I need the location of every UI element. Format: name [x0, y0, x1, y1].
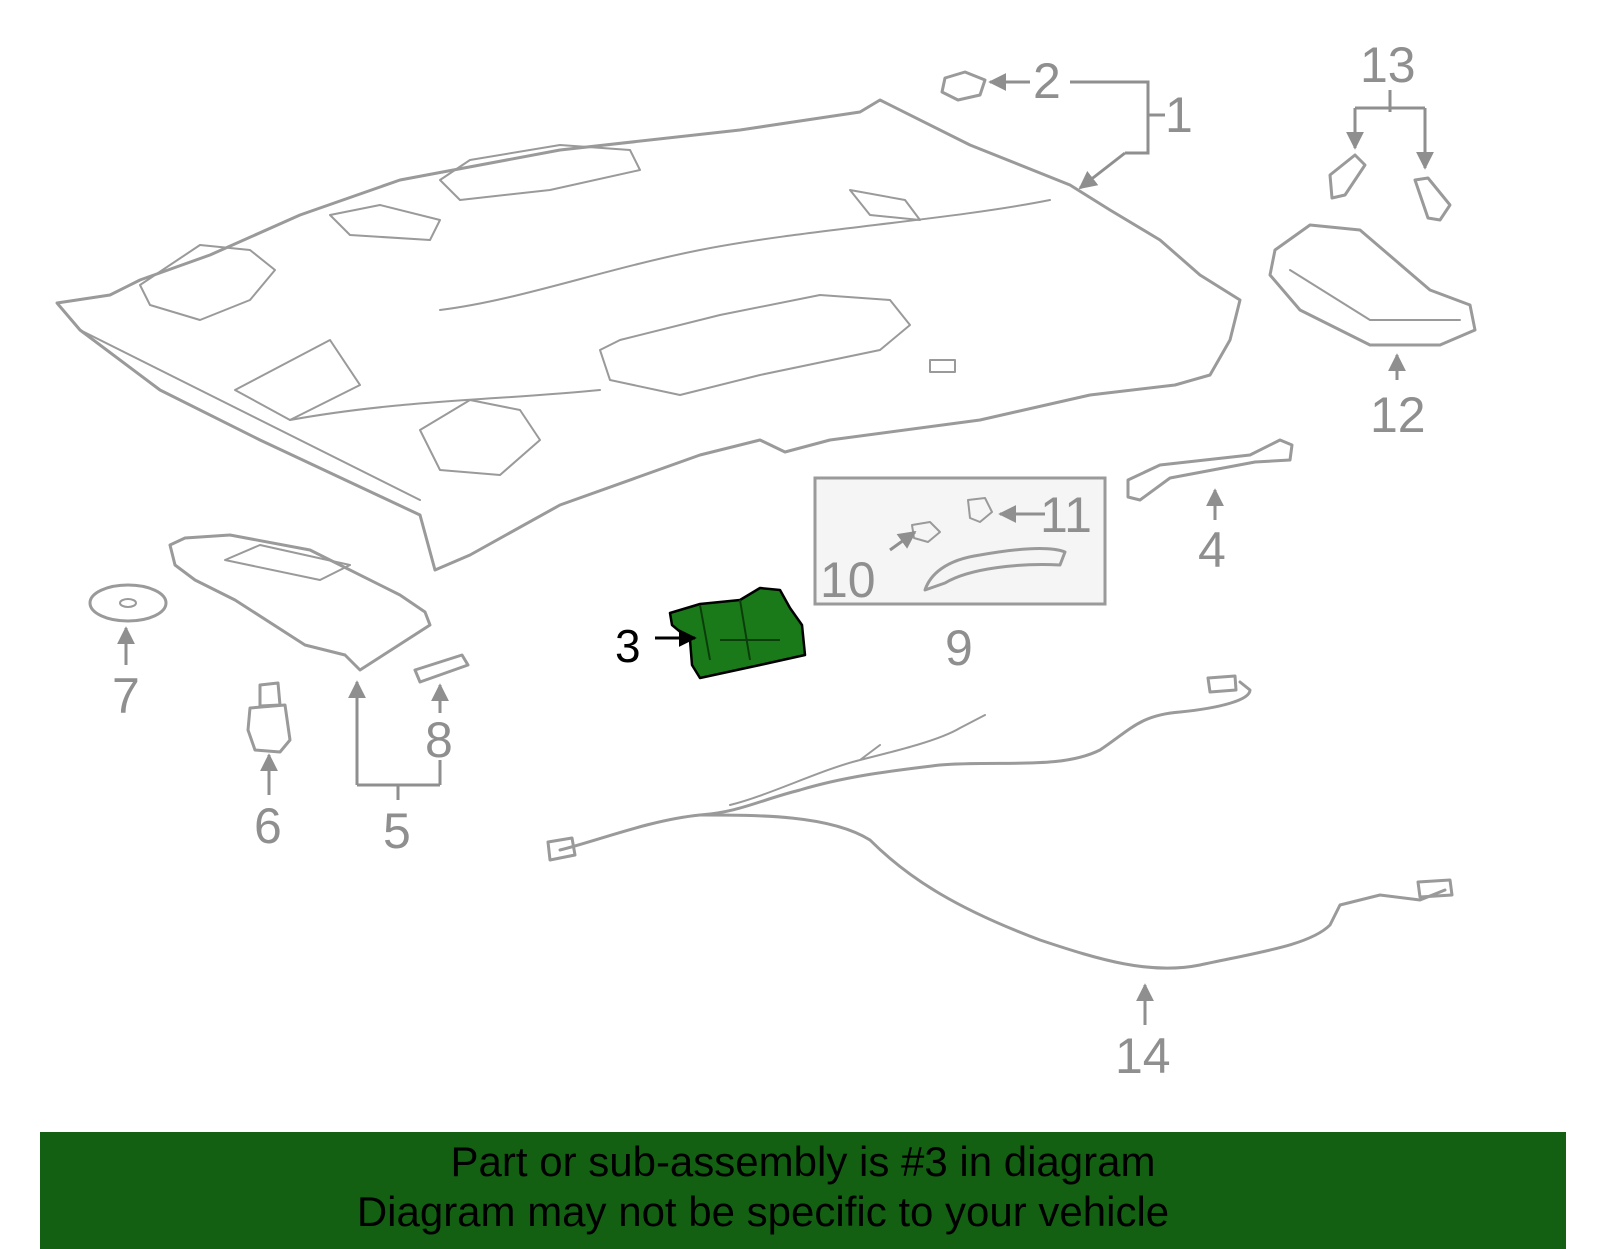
parts-diagram: 1 2 13 12 4 11 10 9 3 7 6 8 5 14: [55, 37, 1477, 1084]
callout-3: 3: [615, 620, 641, 672]
banner-disclaimer: Diagram may not be specific to your vehi…: [356, 1187, 1170, 1235]
callout-6: 6: [254, 798, 282, 854]
assist-grip-part-4: [1126, 438, 1294, 502]
pin-part-8: [413, 653, 470, 684]
banner-part-note: Part or sub-assembly is #3 in diagram: [450, 1137, 1156, 1185]
callout-8: 8: [425, 712, 453, 768]
disc-part-7: [88, 583, 168, 623]
callout-4: 4: [1198, 522, 1226, 578]
callout-7: 7: [112, 668, 140, 724]
clip-part-2: [940, 70, 987, 102]
bulbs-part-13: [1328, 153, 1452, 222]
info-banner: Part or sub-assembly is #3 in diagram Di…: [40, 1132, 1566, 1249]
callout-1: 1: [1165, 87, 1193, 143]
headliner-part-1: [55, 98, 1242, 572]
callout-5: 5: [383, 803, 411, 859]
holder-part-6: [246, 681, 292, 754]
callout-9: 9: [945, 620, 973, 676]
sun-visor-part-5: [168, 533, 432, 672]
callout-14: 14: [1115, 1028, 1171, 1084]
wire-harness-part-14: [546, 674, 1454, 970]
highlighted-part-3: [668, 586, 807, 680]
callout-labels: 1 2 13 12 4 11 10 9 3 7 6 8 5 14: [112, 37, 1426, 1084]
callout-12: 12: [1370, 387, 1426, 443]
callout-11: 11: [1040, 487, 1092, 543]
dome-light-part-12: [1268, 223, 1477, 347]
callout-10: 10: [820, 552, 876, 608]
callout-2: 2: [1033, 53, 1061, 109]
grip-kit-box-part-9: [813, 476, 1107, 606]
callout-13: 13: [1360, 37, 1416, 93]
leader-lines: [117, 73, 1434, 1025]
